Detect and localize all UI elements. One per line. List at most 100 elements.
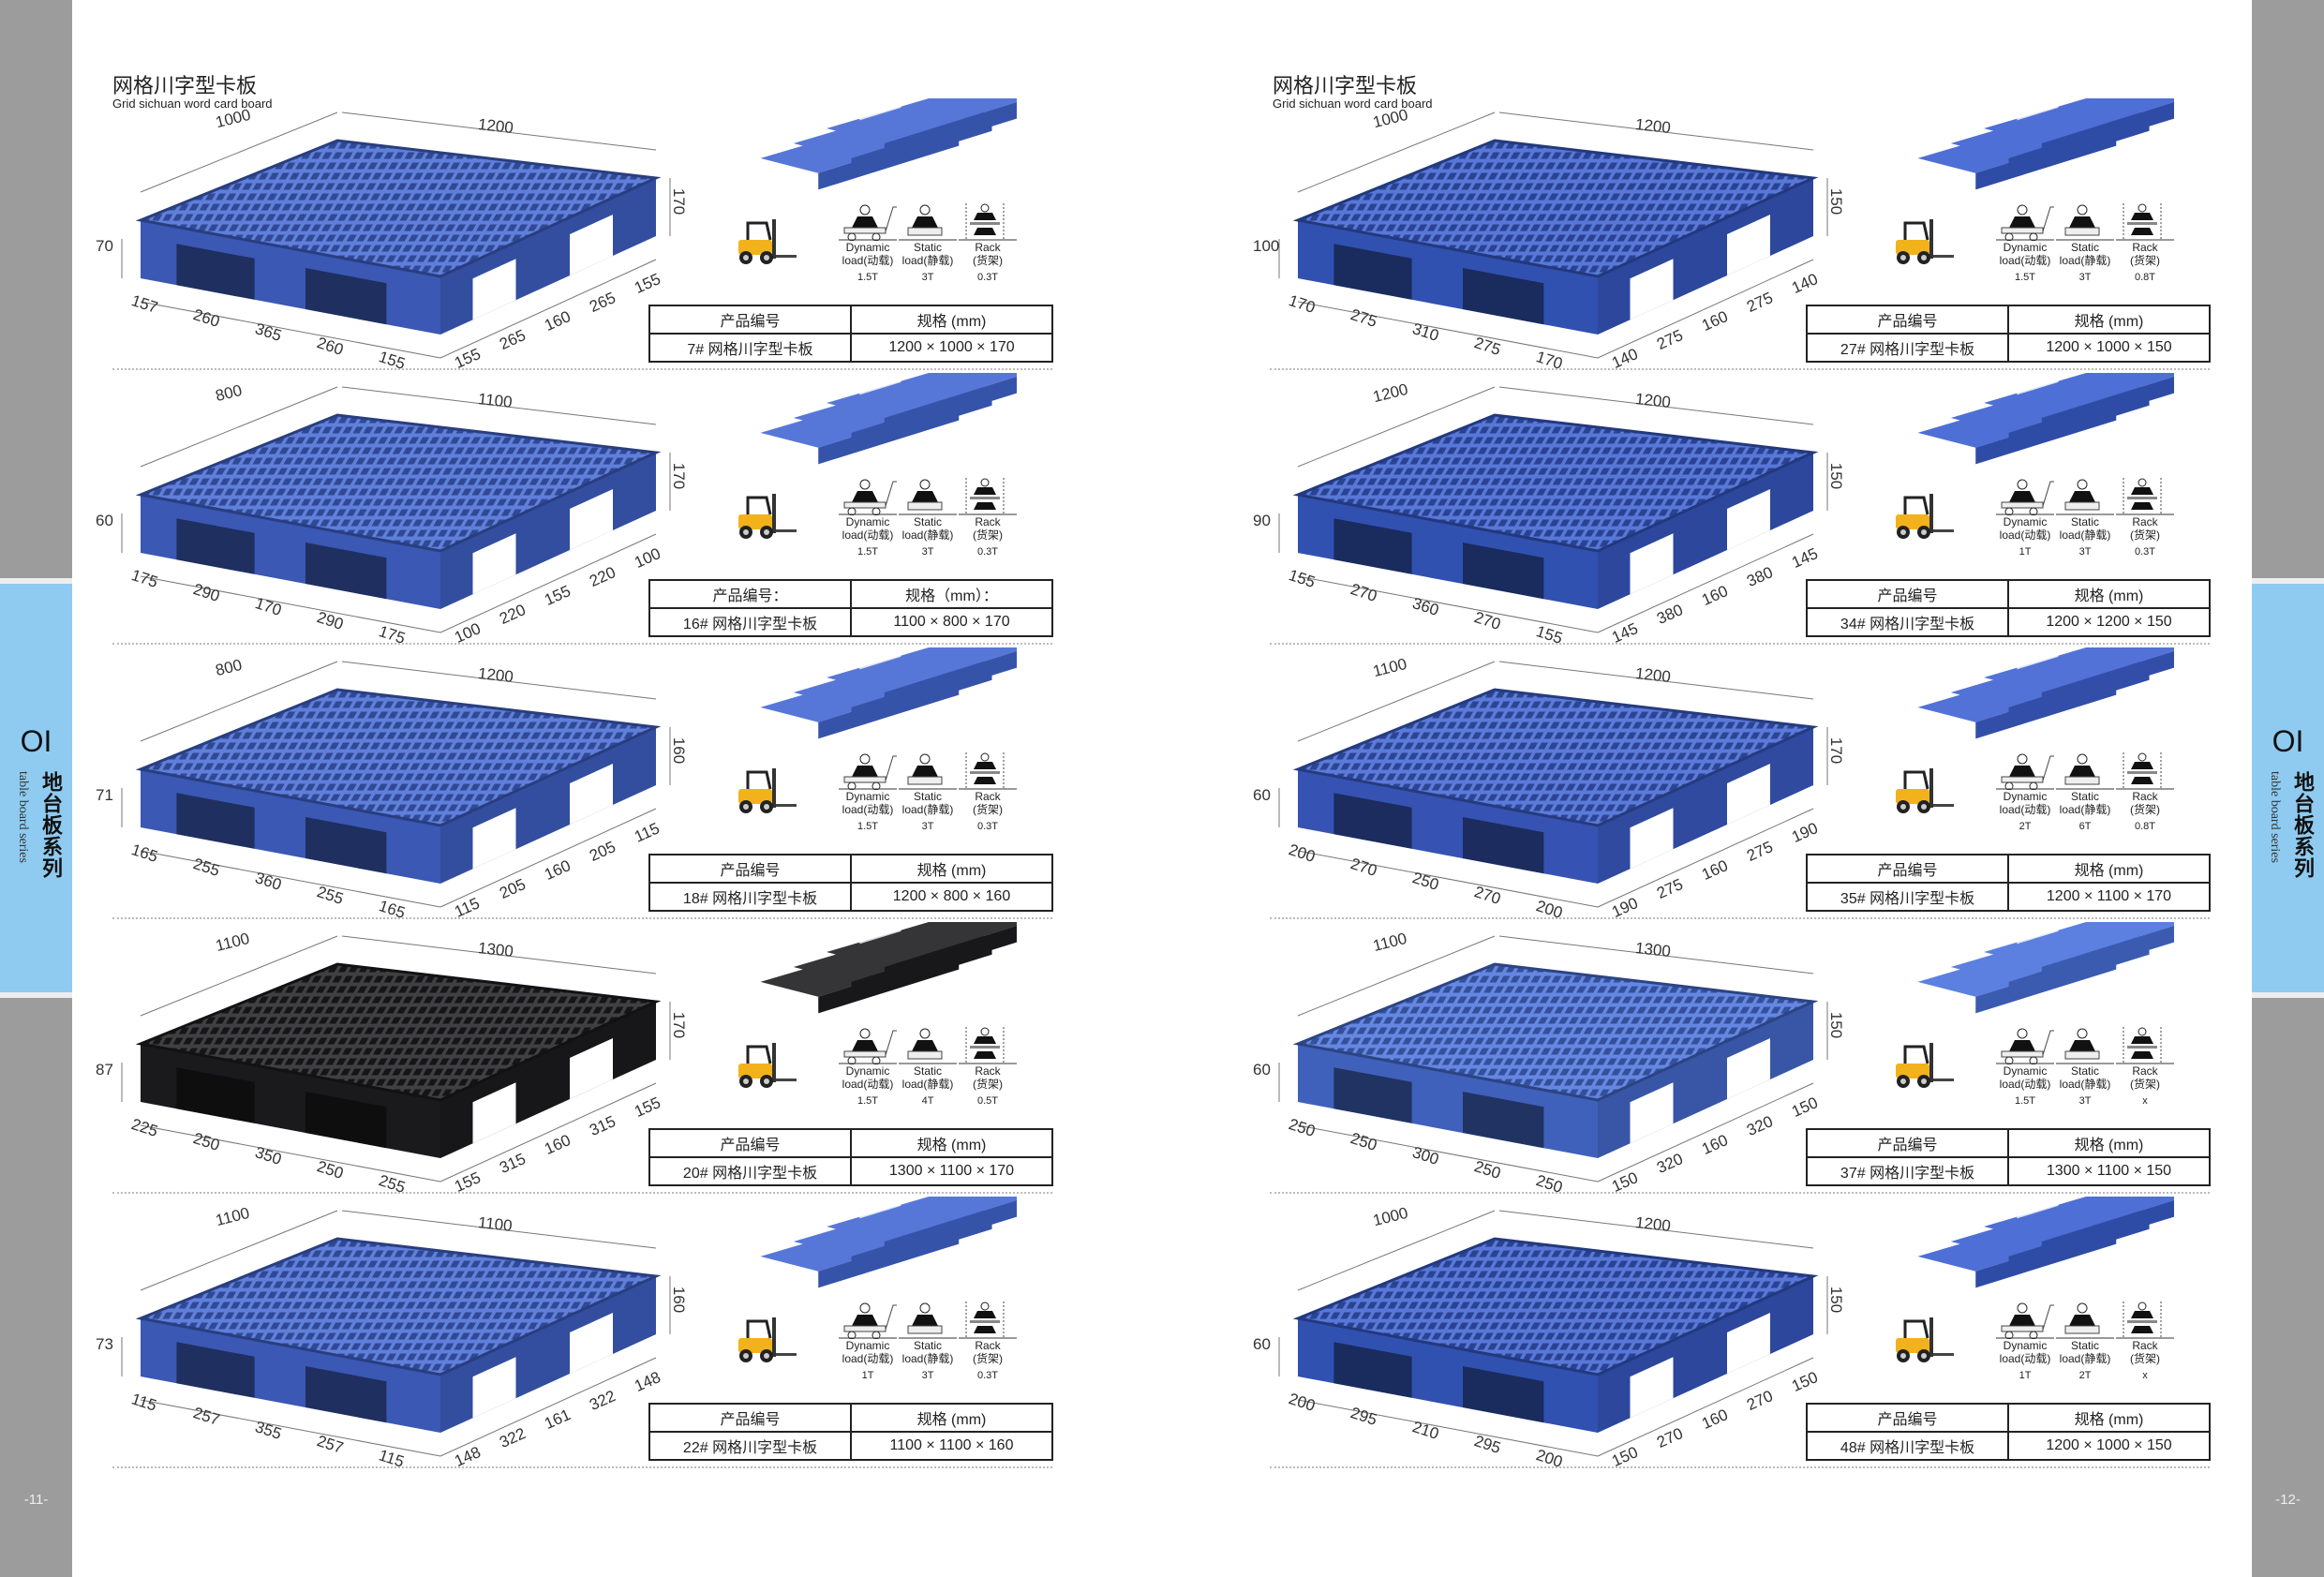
spec-header-row: 产品编号规格 (mm)	[1806, 305, 2211, 335]
spec-header-row: 产品编号规格 (mm)	[1806, 1403, 2211, 1433]
fork-opening	[305, 268, 387, 325]
row-divider	[1270, 368, 2210, 370]
right-margin-bar: OI 地台板系列 table board series -12-	[2252, 0, 2324, 1577]
header-product-code: 产品编号	[648, 854, 852, 884]
static-load-icon	[899, 479, 957, 515]
section-title-cn: 地台板系列	[39, 771, 63, 879]
fork-opening	[570, 215, 613, 275]
rack-load-value: 0.8T	[2134, 272, 2155, 283]
dim-length: 1200	[1634, 1213, 1672, 1235]
pallet-photo	[760, 922, 1017, 1014]
dimension-lines	[121, 386, 671, 633]
static-load: Static load(静载) 3T	[2056, 1027, 2114, 1107]
fork-opening	[1333, 1067, 1412, 1123]
fork-opening	[1630, 1082, 1674, 1144]
load-ratings: Dynamic load(动载) 1.5T Static load(静载) 3T…	[839, 752, 1017, 851]
dim-leg-height: 60	[1253, 1061, 1271, 1079]
spec-header-row: 产品编号规格 (mm)	[1806, 1128, 2211, 1158]
dynamic-load-sublabel: load(动载)	[1999, 1078, 2051, 1091]
fork-opening	[570, 1038, 613, 1099]
load-ratings: Dynamic load(动载) 1.5T Static load(静载) 3T…	[1996, 203, 2174, 302]
forklift-icon	[738, 1317, 797, 1362]
rack-load-icon	[2116, 203, 2174, 241]
load-ratings: Dynamic load(动载) 1T Static load(静载) 3T R…	[1996, 478, 2174, 576]
static-load-label: Static	[2070, 1339, 2099, 1352]
pallet-drawing	[1278, 386, 1828, 633]
pallet-photo	[1917, 647, 2174, 739]
rack-load-value: 0.3T	[976, 546, 998, 558]
section-title-en: table board series	[16, 771, 30, 863]
product-spec: 1200 × 800 × 160	[850, 882, 1053, 912]
page-number: -12-	[2275, 1492, 2301, 1508]
forklift-icon	[738, 768, 797, 813]
fork-opening	[176, 244, 255, 300]
header-product-code: 产品编号	[648, 1403, 852, 1433]
rack-load-value: 0.3T	[2134, 546, 2155, 558]
dynamic-load-label: Dynamic	[845, 790, 890, 803]
static-load-icon	[2056, 753, 2114, 790]
product-spec: 1300 × 1100 × 150	[2007, 1156, 2211, 1186]
product-spec: 1200 × 1100 × 170	[2007, 882, 2211, 912]
dim-leg-height: 70	[96, 237, 113, 255]
dynamic-load-icon	[839, 753, 897, 790]
static-load-sublabel: load(静载)	[2059, 1352, 2111, 1365]
section-title-en: table board series	[2268, 771, 2282, 863]
rack-load-icon	[2116, 1302, 2174, 1339]
forklift-icon	[738, 494, 797, 539]
rack-load-label: Rack	[2132, 241, 2158, 254]
dynamic-load-label: Dynamic	[845, 1064, 890, 1078]
dim-leg-height: 90	[1253, 512, 1271, 529]
dynamic-load-sublabel: load(动载)	[842, 803, 894, 816]
dynamic-load-value: 1.5T	[857, 272, 878, 283]
dynamic-load: Dynamic load(动载) 1.5T	[1996, 203, 2054, 283]
fork-opening	[1463, 543, 1544, 600]
header-product-code: 产品编号：	[648, 579, 852, 609]
fork-opening	[1333, 244, 1412, 300]
dimension-lines	[121, 112, 671, 359]
dynamic-load-label: Dynamic	[845, 1339, 890, 1352]
pallet-top-grid	[1292, 962, 1819, 1102]
rack-load-value: 0.3T	[976, 272, 998, 283]
fork-opening	[305, 1366, 387, 1423]
rack-load-value: x	[2142, 1095, 2148, 1107]
spec-header-row: 产品编号规格 (mm)	[1806, 579, 2211, 609]
static-load-value: 4T	[921, 1095, 934, 1107]
dim-leg-height: 73	[96, 1335, 113, 1353]
load-ratings: Dynamic load(动载) 1.5T Static load(静载) 3T…	[1996, 1027, 2174, 1125]
fork-opening	[1727, 489, 1770, 550]
rack-load-label: Rack	[2132, 1339, 2158, 1352]
rack-load-label: Rack	[975, 241, 1001, 254]
fork-opening	[472, 259, 516, 320]
dimension-lines	[1278, 112, 1828, 359]
row-divider	[112, 1192, 1052, 1194]
static-load-label: Static	[913, 241, 942, 254]
page-subtitle: Grid sichuan word card board	[112, 97, 273, 111]
pallet-drawing	[121, 935, 671, 1183]
fork-opening	[570, 764, 613, 825]
dynamic-load-icon	[1996, 479, 2054, 515]
static-load-icon	[2056, 479, 2114, 515]
pallet-drawing	[1278, 1210, 1828, 1457]
static-load: Static load(静载) 3T	[899, 1302, 957, 1381]
static-load-value: 3T	[2078, 272, 2092, 283]
static-load: Static load(静载) 3T	[899, 478, 957, 558]
load-ratings: Dynamic load(动载) 1.5T Static load(静载) 3T…	[839, 478, 1017, 576]
load-ratings: Dynamic load(动载) 2T Static load(静载) 6T R…	[1996, 752, 2174, 851]
dynamic-load-value: 1T	[861, 1370, 874, 1381]
spec-header-row: 产品编号规格 (mm)	[648, 854, 1053, 884]
rack-load-label: Rack	[975, 1064, 1001, 1078]
left-margin-bar: OI 地台板系列 table board series -11-	[0, 0, 72, 1577]
pallet-drawing	[1278, 112, 1828, 359]
header-spec: 规格 (mm)	[850, 1403, 1053, 1433]
fork-opening	[472, 808, 516, 870]
